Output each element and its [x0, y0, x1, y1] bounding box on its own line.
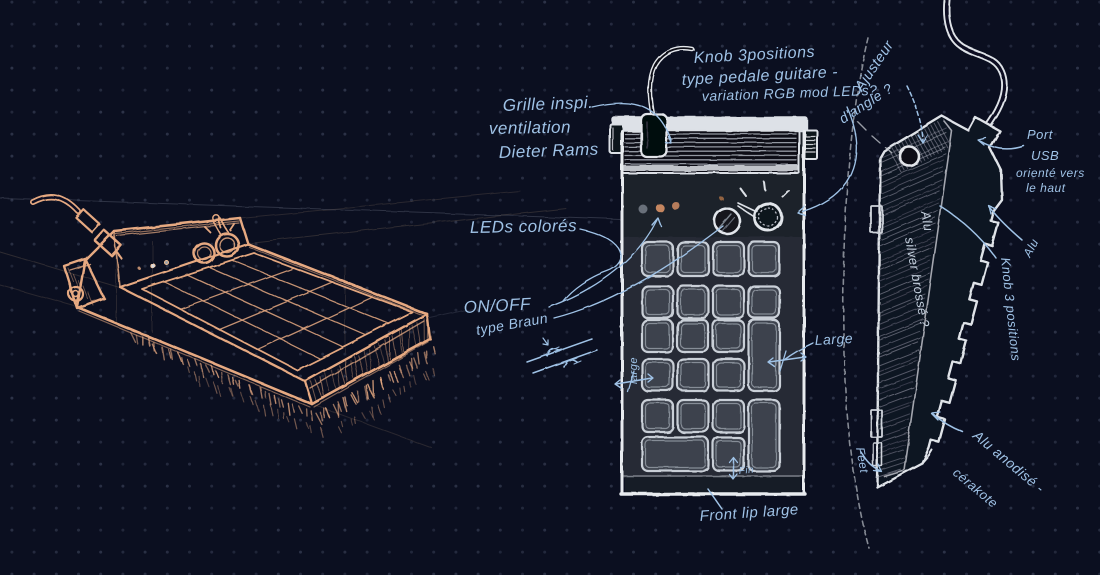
svg-text:Alu: Alu — [918, 209, 936, 233]
svg-text:le haut: le haut — [1026, 181, 1066, 195]
svg-text:Front lip large: Front lip large — [699, 501, 799, 525]
svg-text:ON/OFF: ON/OFF — [463, 294, 532, 317]
svg-text:LEDs colorés: LEDs colorés — [470, 216, 577, 237]
svg-text:Large: Large — [814, 330, 853, 348]
svg-text:Feet: Feet — [853, 446, 871, 474]
svg-text:Dieter Rams: Dieter Rams — [498, 140, 599, 162]
svg-text:USB: USB — [1031, 148, 1059, 163]
svg-text:ventilation: ventilation — [489, 118, 571, 138]
svg-text:variation RGB mod LEDs?: variation RGB mod LEDs? — [702, 82, 878, 104]
svg-text:large: large — [628, 357, 640, 384]
svg-text:orienté vers: orienté vers — [1016, 166, 1085, 180]
svg-text:Port: Port — [1027, 127, 1054, 142]
svg-text:Knob 3positions: Knob 3positions — [693, 44, 815, 67]
svg-text:Fin: Fin — [738, 465, 754, 477]
svg-text:Grille inspi.: Grille inspi. — [502, 93, 593, 115]
